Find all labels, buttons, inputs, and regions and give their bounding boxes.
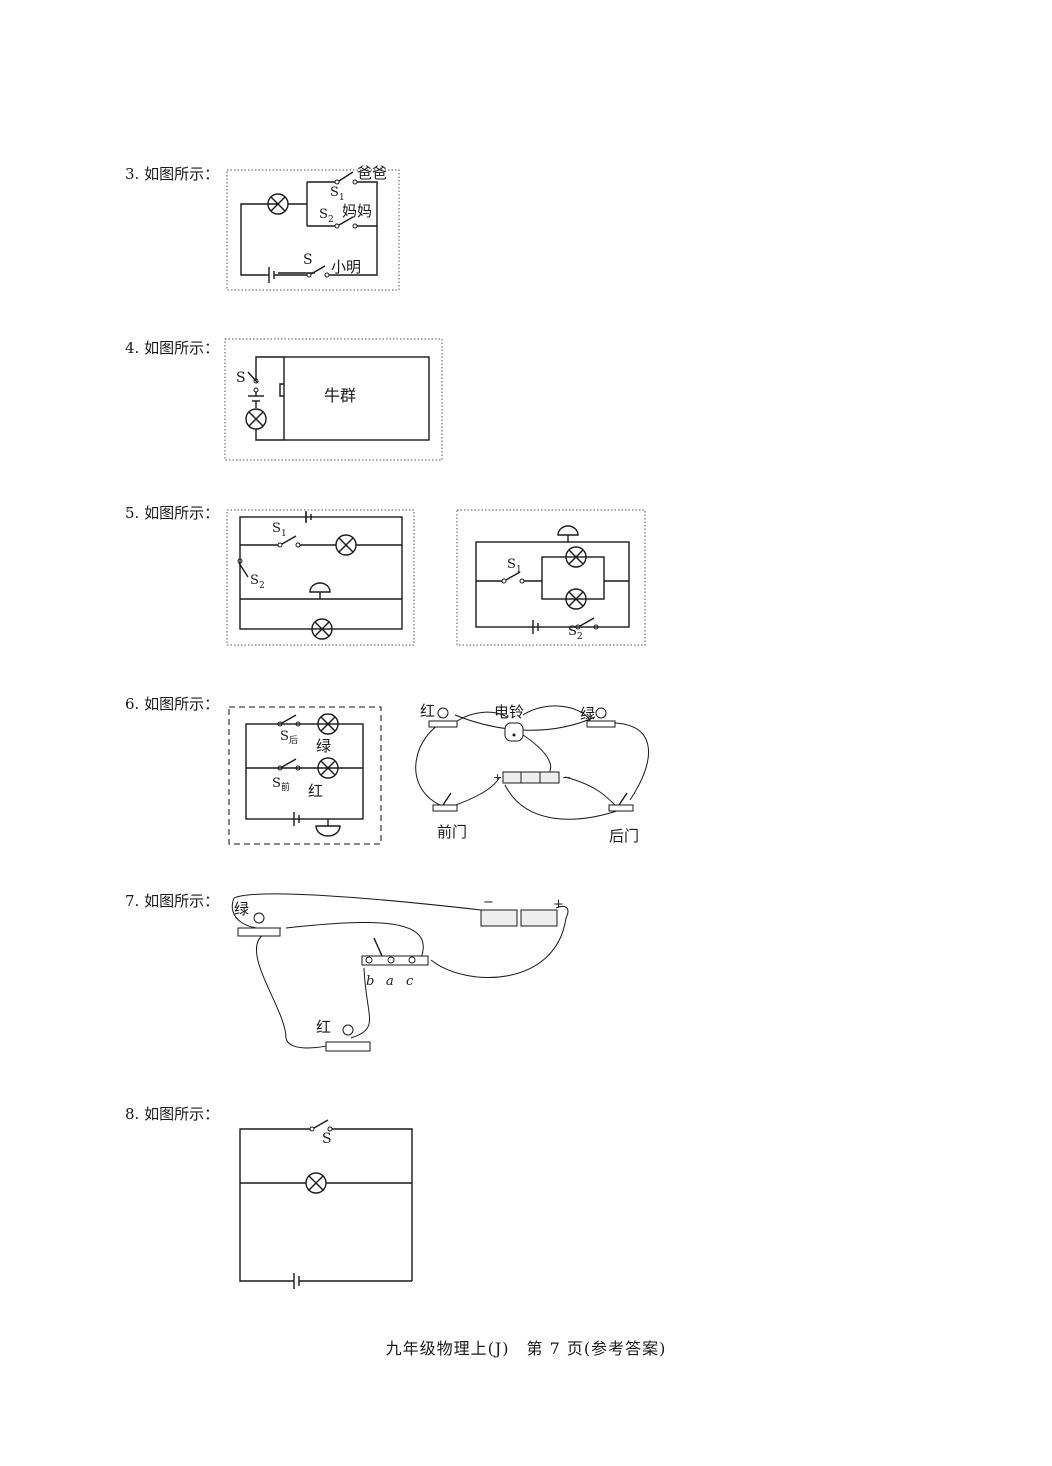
bell-icon bbox=[504, 722, 524, 742]
question-6-label: 6. 如图所示： bbox=[125, 695, 220, 713]
label-plus: + bbox=[553, 897, 564, 912]
label-s1: S bbox=[330, 185, 339, 200]
lamp-icon bbox=[311, 618, 333, 640]
figure-q5-circuit-b: S 1 S 2 bbox=[456, 509, 648, 647]
label-red: 红 bbox=[420, 702, 435, 720]
figure-q6-wiring: 红 电铃 绿 + − 前门 后门 bbox=[405, 695, 665, 850]
label-s2-sub: 2 bbox=[328, 215, 334, 225]
label-minus: − bbox=[483, 895, 494, 910]
label-s-front: S bbox=[272, 776, 281, 791]
label-bell: 电铃 bbox=[494, 703, 524, 721]
question-3-label: 3. 如图所示： bbox=[125, 165, 220, 183]
label-green: 绿 bbox=[580, 705, 595, 723]
label-mom: 妈妈 bbox=[342, 202, 372, 220]
label-s1-sub: 1 bbox=[281, 529, 287, 539]
label-s1: S bbox=[272, 521, 281, 536]
front-switch-icon bbox=[432, 804, 458, 812]
label-green: 绿 bbox=[316, 737, 331, 755]
label-s-front-sub: 前 bbox=[281, 781, 290, 793]
label-s2: S bbox=[319, 207, 328, 222]
label-s1-sub: 1 bbox=[339, 193, 345, 203]
label-s2-sub: 2 bbox=[577, 632, 583, 642]
lamp-icon bbox=[565, 588, 587, 610]
label-s1-sub: 1 bbox=[516, 565, 522, 575]
label-s2: S bbox=[568, 624, 577, 639]
label-herd: 牛群 bbox=[324, 386, 356, 405]
green-lamp-base bbox=[237, 927, 281, 937]
lamp-icon bbox=[317, 713, 339, 735]
label-s: S bbox=[322, 1131, 332, 1147]
label-red: 红 bbox=[308, 782, 323, 800]
label-s: S bbox=[303, 252, 313, 268]
label-a: a bbox=[386, 974, 394, 989]
figure-q7-wiring: 绿 − + b a c 红 bbox=[226, 888, 576, 1058]
label-green: 绿 bbox=[234, 900, 249, 918]
figure-q5-circuit-a: S 1 S 2 bbox=[226, 509, 416, 647]
figure-q3-circuit: 爸爸 S 1 S 2 妈妈 S 小明 bbox=[225, 160, 405, 295]
page-footer: 九年级物理上(J) 第 7 页(参考答案) bbox=[385, 1339, 667, 1358]
figure-border bbox=[226, 169, 400, 291]
label-b: b bbox=[366, 974, 374, 989]
label-me: 小明 bbox=[331, 258, 361, 276]
question-4-label: 4. 如图所示： bbox=[125, 339, 220, 357]
lamp-icon bbox=[595, 707, 607, 719]
switch-base bbox=[361, 955, 429, 966]
figure-q6-circuit: S 后 绿 S 前 红 bbox=[228, 706, 384, 846]
battery-icon bbox=[480, 909, 518, 927]
label-s-back-sub: 后 bbox=[289, 735, 298, 746]
label-back-door: 后门 bbox=[609, 827, 639, 845]
battery-icon bbox=[520, 909, 558, 927]
lamp-icon bbox=[342, 1024, 354, 1036]
question-8-label: 8. 如图所示： bbox=[125, 1105, 220, 1123]
label-minus: − bbox=[562, 771, 571, 784]
label-c: c bbox=[406, 974, 414, 989]
lamp-icon bbox=[565, 546, 587, 568]
label-s: S bbox=[236, 370, 246, 386]
red-lamp-base bbox=[325, 1041, 371, 1052]
green-lamp-base bbox=[586, 720, 616, 728]
label-s2: S bbox=[250, 573, 259, 588]
label-dad: 爸爸 bbox=[357, 164, 387, 182]
lamp-icon bbox=[305, 1172, 327, 1194]
figure-q4-circuit: 牛群 S bbox=[224, 338, 446, 462]
label-s1: S bbox=[507, 557, 516, 572]
lamp-icon bbox=[253, 912, 265, 924]
label-front-door: 前门 bbox=[437, 823, 467, 841]
question-7-label: 7. 如图所示： bbox=[125, 892, 220, 910]
label-s2-sub: 2 bbox=[259, 581, 265, 591]
lamp-icon bbox=[317, 757, 339, 779]
label-s-back: S bbox=[280, 729, 289, 744]
battery-icon bbox=[502, 771, 560, 784]
red-lamp-base bbox=[428, 720, 458, 728]
label-plus: + bbox=[493, 771, 502, 784]
back-switch-icon bbox=[608, 804, 634, 812]
figure-q8-circuit: S bbox=[238, 1113, 418, 1293]
label-red: 红 bbox=[316, 1018, 331, 1036]
lamp-icon bbox=[437, 707, 449, 719]
question-5-label: 5. 如图所示： bbox=[125, 504, 220, 522]
